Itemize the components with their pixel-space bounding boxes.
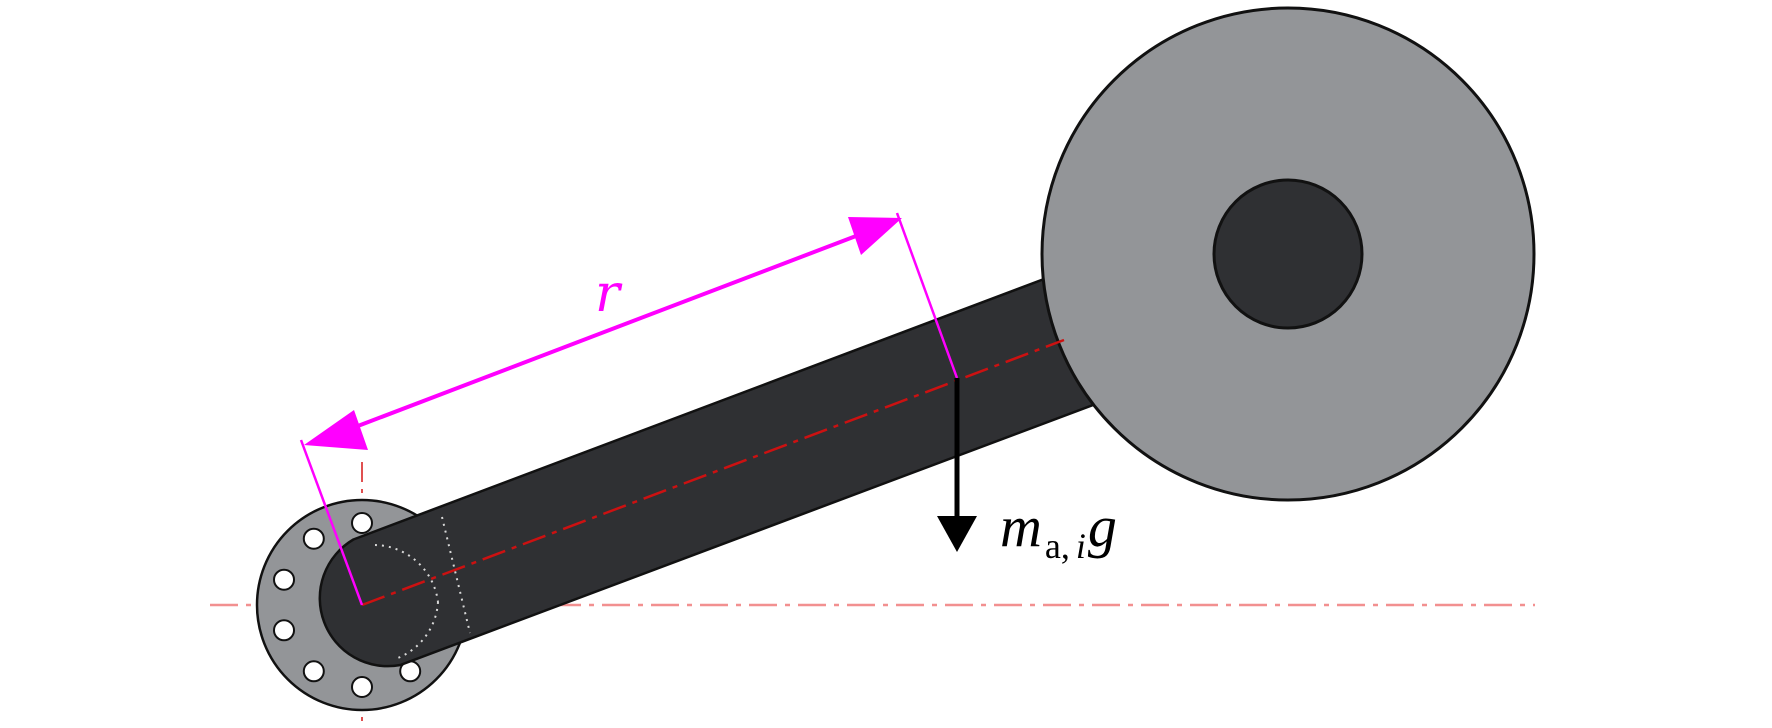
bolt-hole xyxy=(351,676,373,698)
bolt-hole xyxy=(273,568,295,591)
dimension-extension-left xyxy=(299,439,364,606)
radius-label: r xyxy=(595,264,623,324)
dimension-arrowhead-right xyxy=(848,217,902,255)
bolt-hole xyxy=(302,527,325,550)
arm-centerline xyxy=(361,338,1065,607)
bolt-hole xyxy=(351,512,373,534)
downward-force-arrow-icon xyxy=(937,378,977,552)
bolt-hole xyxy=(302,660,325,683)
disc-hub xyxy=(1212,178,1364,330)
hidden-pipe-outline xyxy=(374,516,471,659)
force-label-sub-a: a, xyxy=(1045,526,1070,566)
dimension-arrowhead-left xyxy=(304,410,368,450)
bolt-hole xyxy=(273,619,295,642)
force-label-g: g xyxy=(1088,494,1117,559)
force-label: ma,ig xyxy=(1000,494,1117,566)
dimension-extension-right xyxy=(895,212,959,379)
disc-mass-icon xyxy=(1040,6,1536,502)
force-label-m: m xyxy=(1000,494,1042,559)
radius-dimension-arrow xyxy=(304,217,902,450)
force-label-sub-i: i xyxy=(1076,526,1086,566)
pendulum-arm xyxy=(318,276,1095,668)
